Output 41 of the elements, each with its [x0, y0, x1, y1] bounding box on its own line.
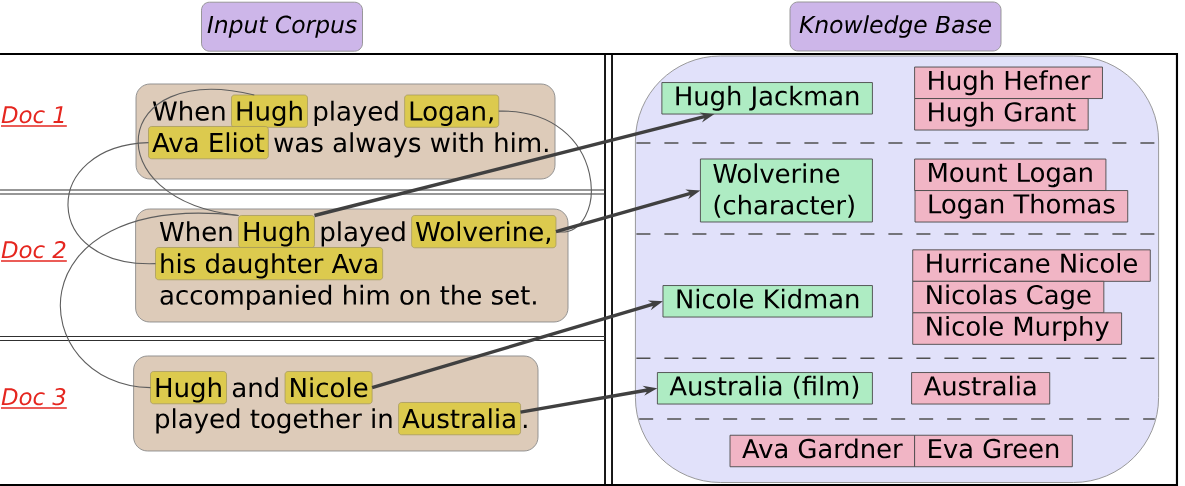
- sentence-text: played: [321, 221, 405, 247]
- entity-box: Wolverine (character): [699, 158, 873, 223]
- highlighted-mention: Hugh: [238, 215, 315, 249]
- candidate-box: Mount Logan: [914, 158, 1107, 191]
- curved-line: [498, 110, 592, 233]
- sentence-text: played together in: [156, 408, 392, 434]
- entity-box: Hugh Jackman: [661, 82, 873, 115]
- highlighted-mention: his daughter Ava: [155, 247, 383, 281]
- doc-label: Doc 1: [0, 106, 68, 127]
- candidate-box: Logan Thomas: [914, 190, 1129, 223]
- heading-box: Input Corpus: [201, 1, 363, 52]
- highlighted-mention: Nicole: [284, 371, 373, 405]
- candidate-box: Eva Green: [914, 434, 1073, 468]
- sentence-text: When: [152, 100, 225, 121]
- entity-box: Australia (film): [656, 372, 873, 405]
- sentence-text: accompanied him on the set.: [160, 284, 536, 310]
- heading-box: Knowledge Base: [789, 1, 1002, 52]
- candidate-box: Nicolas Cage: [912, 280, 1105, 314]
- highlighted-mention: Australia: [398, 402, 521, 436]
- sentence-text: and: [232, 377, 278, 398]
- sentence-text: When: [159, 221, 232, 242]
- candidate-box: Hugh Hefner: [914, 66, 1103, 99]
- candidate-box: Australia: [911, 372, 1051, 405]
- candidate-box: Hugh Grant: [914, 98, 1089, 131]
- highlighted-mention: Ava Eliot: [148, 126, 269, 160]
- highlighted-mention: Wolverine,: [411, 215, 557, 249]
- sentence-text: played: [314, 100, 398, 126]
- doc-label: Doc 2: [0, 241, 68, 262]
- curved-line: [137, 89, 255, 217]
- sentence-text: .: [523, 424, 527, 428]
- highlighted-mention: Hugh: [231, 94, 308, 128]
- highlighted-mention: Logan,: [404, 94, 500, 128]
- highlighted-mention: Hugh: [150, 371, 227, 405]
- candidate-box: Ava Gardner: [729, 434, 916, 468]
- sentence-text: was always with him.: [274, 132, 548, 158]
- doc-label: Doc 3: [0, 388, 68, 409]
- entity-box: Nicole Kidman: [662, 285, 873, 318]
- candidate-box: Hurricane Nicole: [912, 249, 1151, 282]
- curved-line: [67, 142, 157, 265]
- curved-line: [60, 212, 239, 389]
- candidate-box: Nicole Murphy: [912, 312, 1123, 345]
